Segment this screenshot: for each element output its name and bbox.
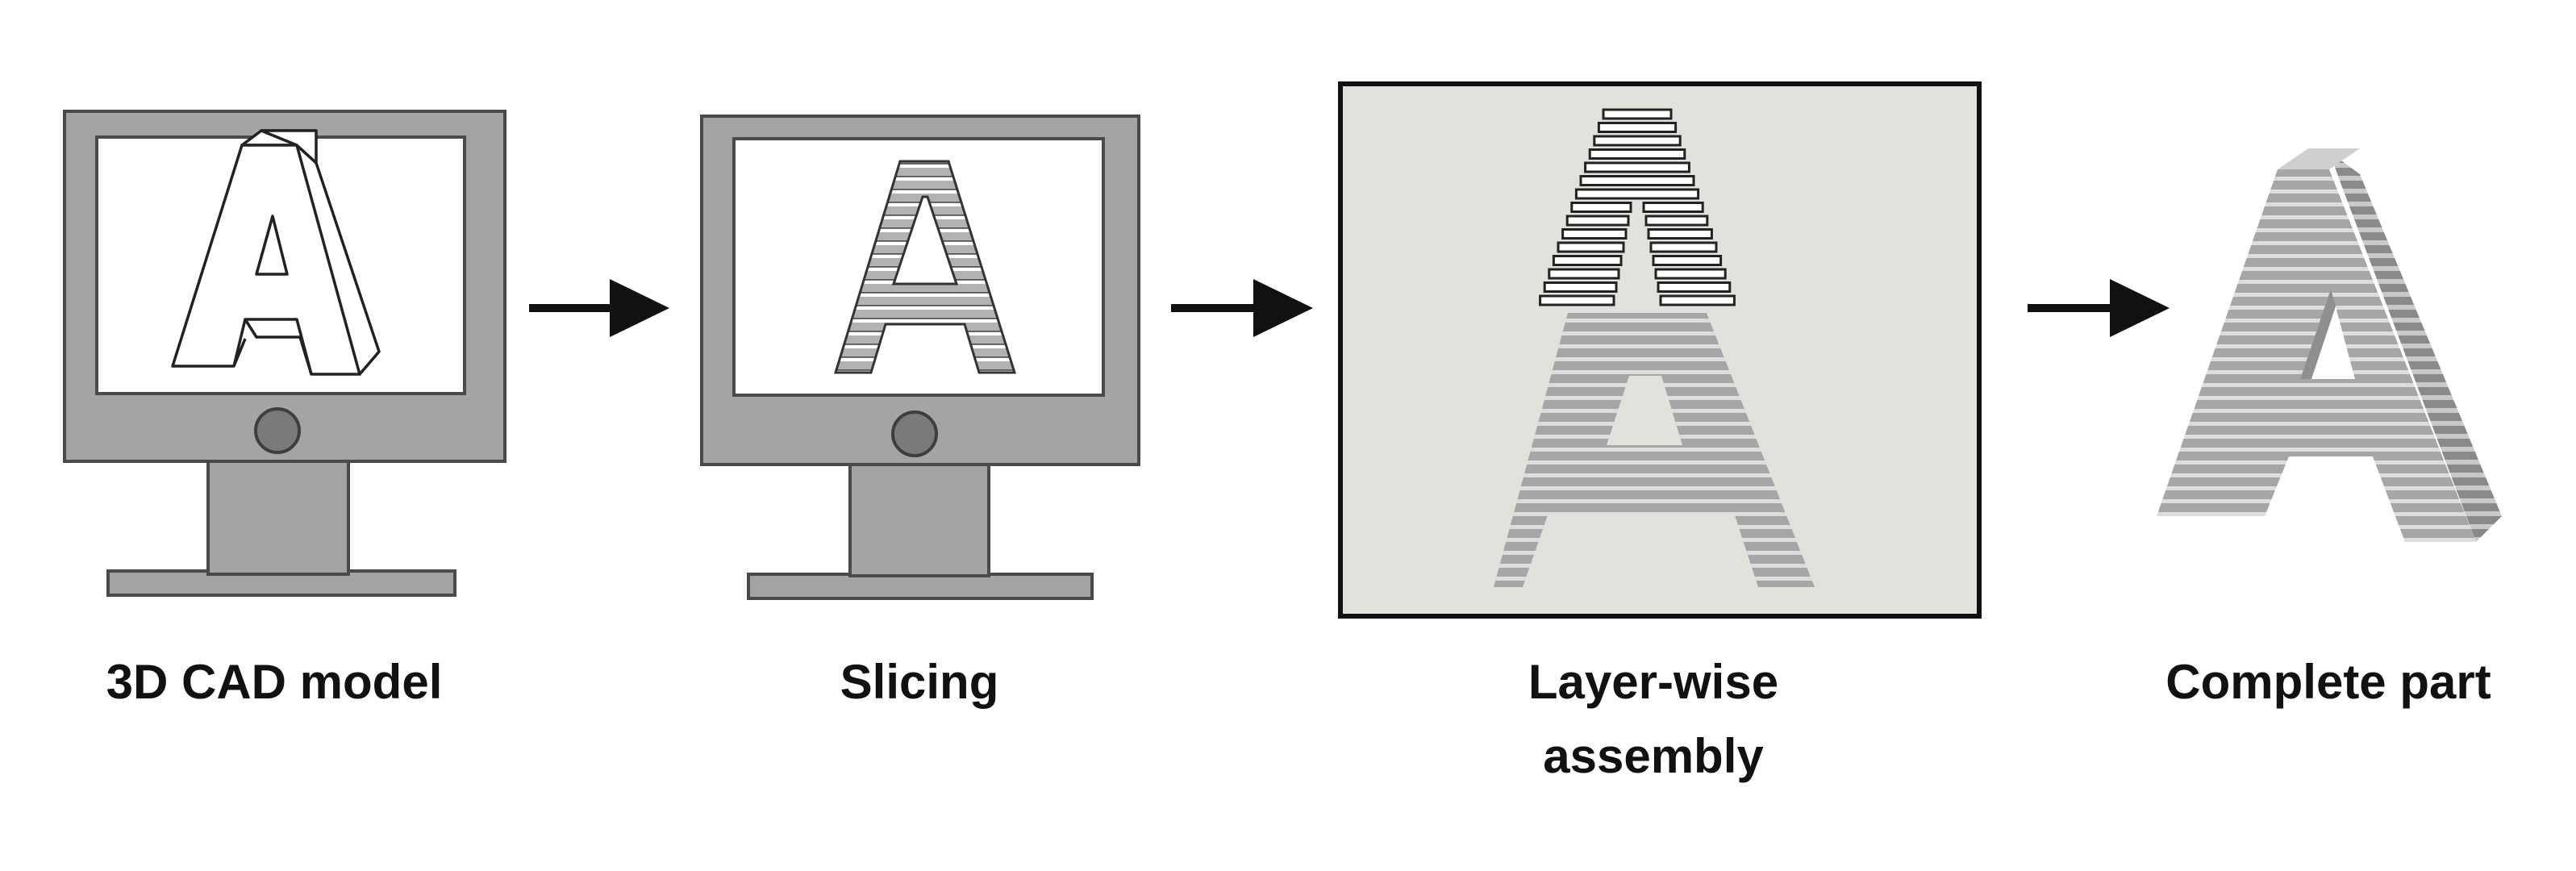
caption-line-2: assembly <box>1543 729 1764 783</box>
arrow-head-icon <box>1253 279 1313 337</box>
monitor-stand <box>206 460 350 576</box>
layer-bar <box>1597 122 1678 133</box>
layer-bar <box>1557 241 1625 253</box>
monitor-stand <box>848 461 990 577</box>
pending-layers <box>1539 108 1736 306</box>
layer-bar <box>1574 188 1700 200</box>
arrow-head-icon <box>610 279 669 337</box>
monitor-power-button <box>254 407 301 454</box>
layer-bar <box>1644 215 1709 227</box>
stage-slicing-monitor <box>700 115 1140 600</box>
layer-bar <box>1570 202 1632 213</box>
caption-slicing: Slicing <box>840 655 999 709</box>
layer-bar <box>1539 294 1615 306</box>
layer-bar <box>1642 202 1704 213</box>
arrow-cad-to-slicing <box>529 279 669 337</box>
caption-complete-part: Complete part <box>2165 655 2491 709</box>
sliced-letter-a-icon <box>833 160 1017 374</box>
layer-bar <box>1647 228 1713 240</box>
arrow-slicing-to-assembly <box>1171 279 1313 337</box>
layer-bar <box>1584 161 1690 173</box>
monitor-base <box>747 573 1094 600</box>
layer-bar <box>1561 228 1628 240</box>
layer-bar <box>1602 108 1673 120</box>
assembled-layers <box>1494 313 1815 587</box>
monitor-power-button <box>891 410 938 457</box>
layer-bar <box>1657 281 1732 293</box>
layer-bar <box>1654 268 1727 280</box>
layer-bar <box>1659 294 1736 306</box>
layer-bar <box>1548 268 1620 280</box>
caption-3d-cad-model: 3D CAD model <box>106 655 443 709</box>
layer-bar <box>1588 148 1686 160</box>
layer-bar <box>1649 241 1718 253</box>
caption-layer-wise-assembly: Layer-wise assembly <box>1355 645 1952 794</box>
layer-bar <box>1565 215 1630 227</box>
layer-bar <box>1593 135 1682 147</box>
stage-assembly-panel <box>1338 81 1982 619</box>
arrow-head-icon <box>2110 279 2170 337</box>
layer-bar <box>1652 255 1723 266</box>
layer-bar <box>1543 281 1618 293</box>
layer-bar <box>1552 255 1623 266</box>
caption-line-1: Layer-wise <box>1528 655 1779 709</box>
complete-part-letter-a-icon <box>2157 148 2502 542</box>
stage-cad-monitor <box>63 110 506 597</box>
layer-bar <box>1579 175 1695 186</box>
wireframe-letter-a-icon <box>171 129 381 376</box>
arrow-assembly-to-part <box>2028 279 2170 337</box>
